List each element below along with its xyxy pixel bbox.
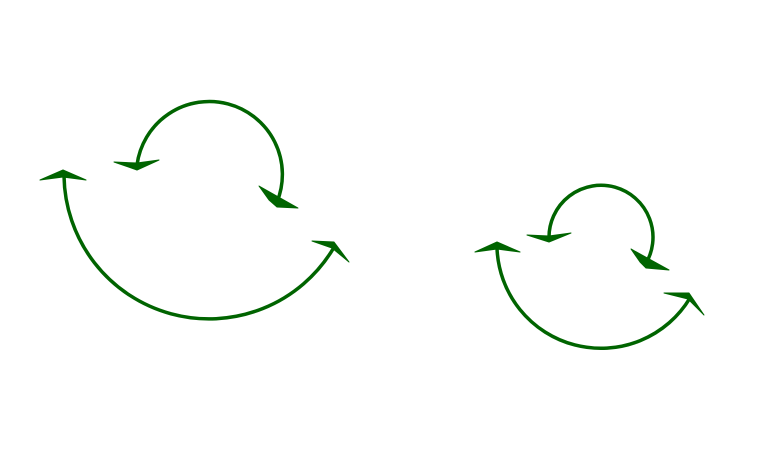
outer-arc-arrowhead-start [474, 241, 521, 253]
right-arrow-pair [474, 183, 705, 351]
left-arrow-pair [39, 99, 350, 321]
inner-arc-arrowhead-end [113, 159, 160, 171]
inner-arc-arrowhead-start [630, 248, 670, 271]
outer-arc-arrowhead-end [311, 240, 350, 263]
outer-arc-line [62, 174, 335, 321]
inner-arc-line [547, 183, 655, 267]
outer-arc-line [495, 246, 692, 351]
outer-arc-arrowhead-end [663, 292, 705, 316]
inner-arc-line [135, 99, 285, 204]
outer-arc-arrowhead-start [39, 169, 87, 181]
inner-arc-arrowhead-end [526, 232, 572, 243]
inner-arc-arrowhead-start [258, 185, 299, 209]
